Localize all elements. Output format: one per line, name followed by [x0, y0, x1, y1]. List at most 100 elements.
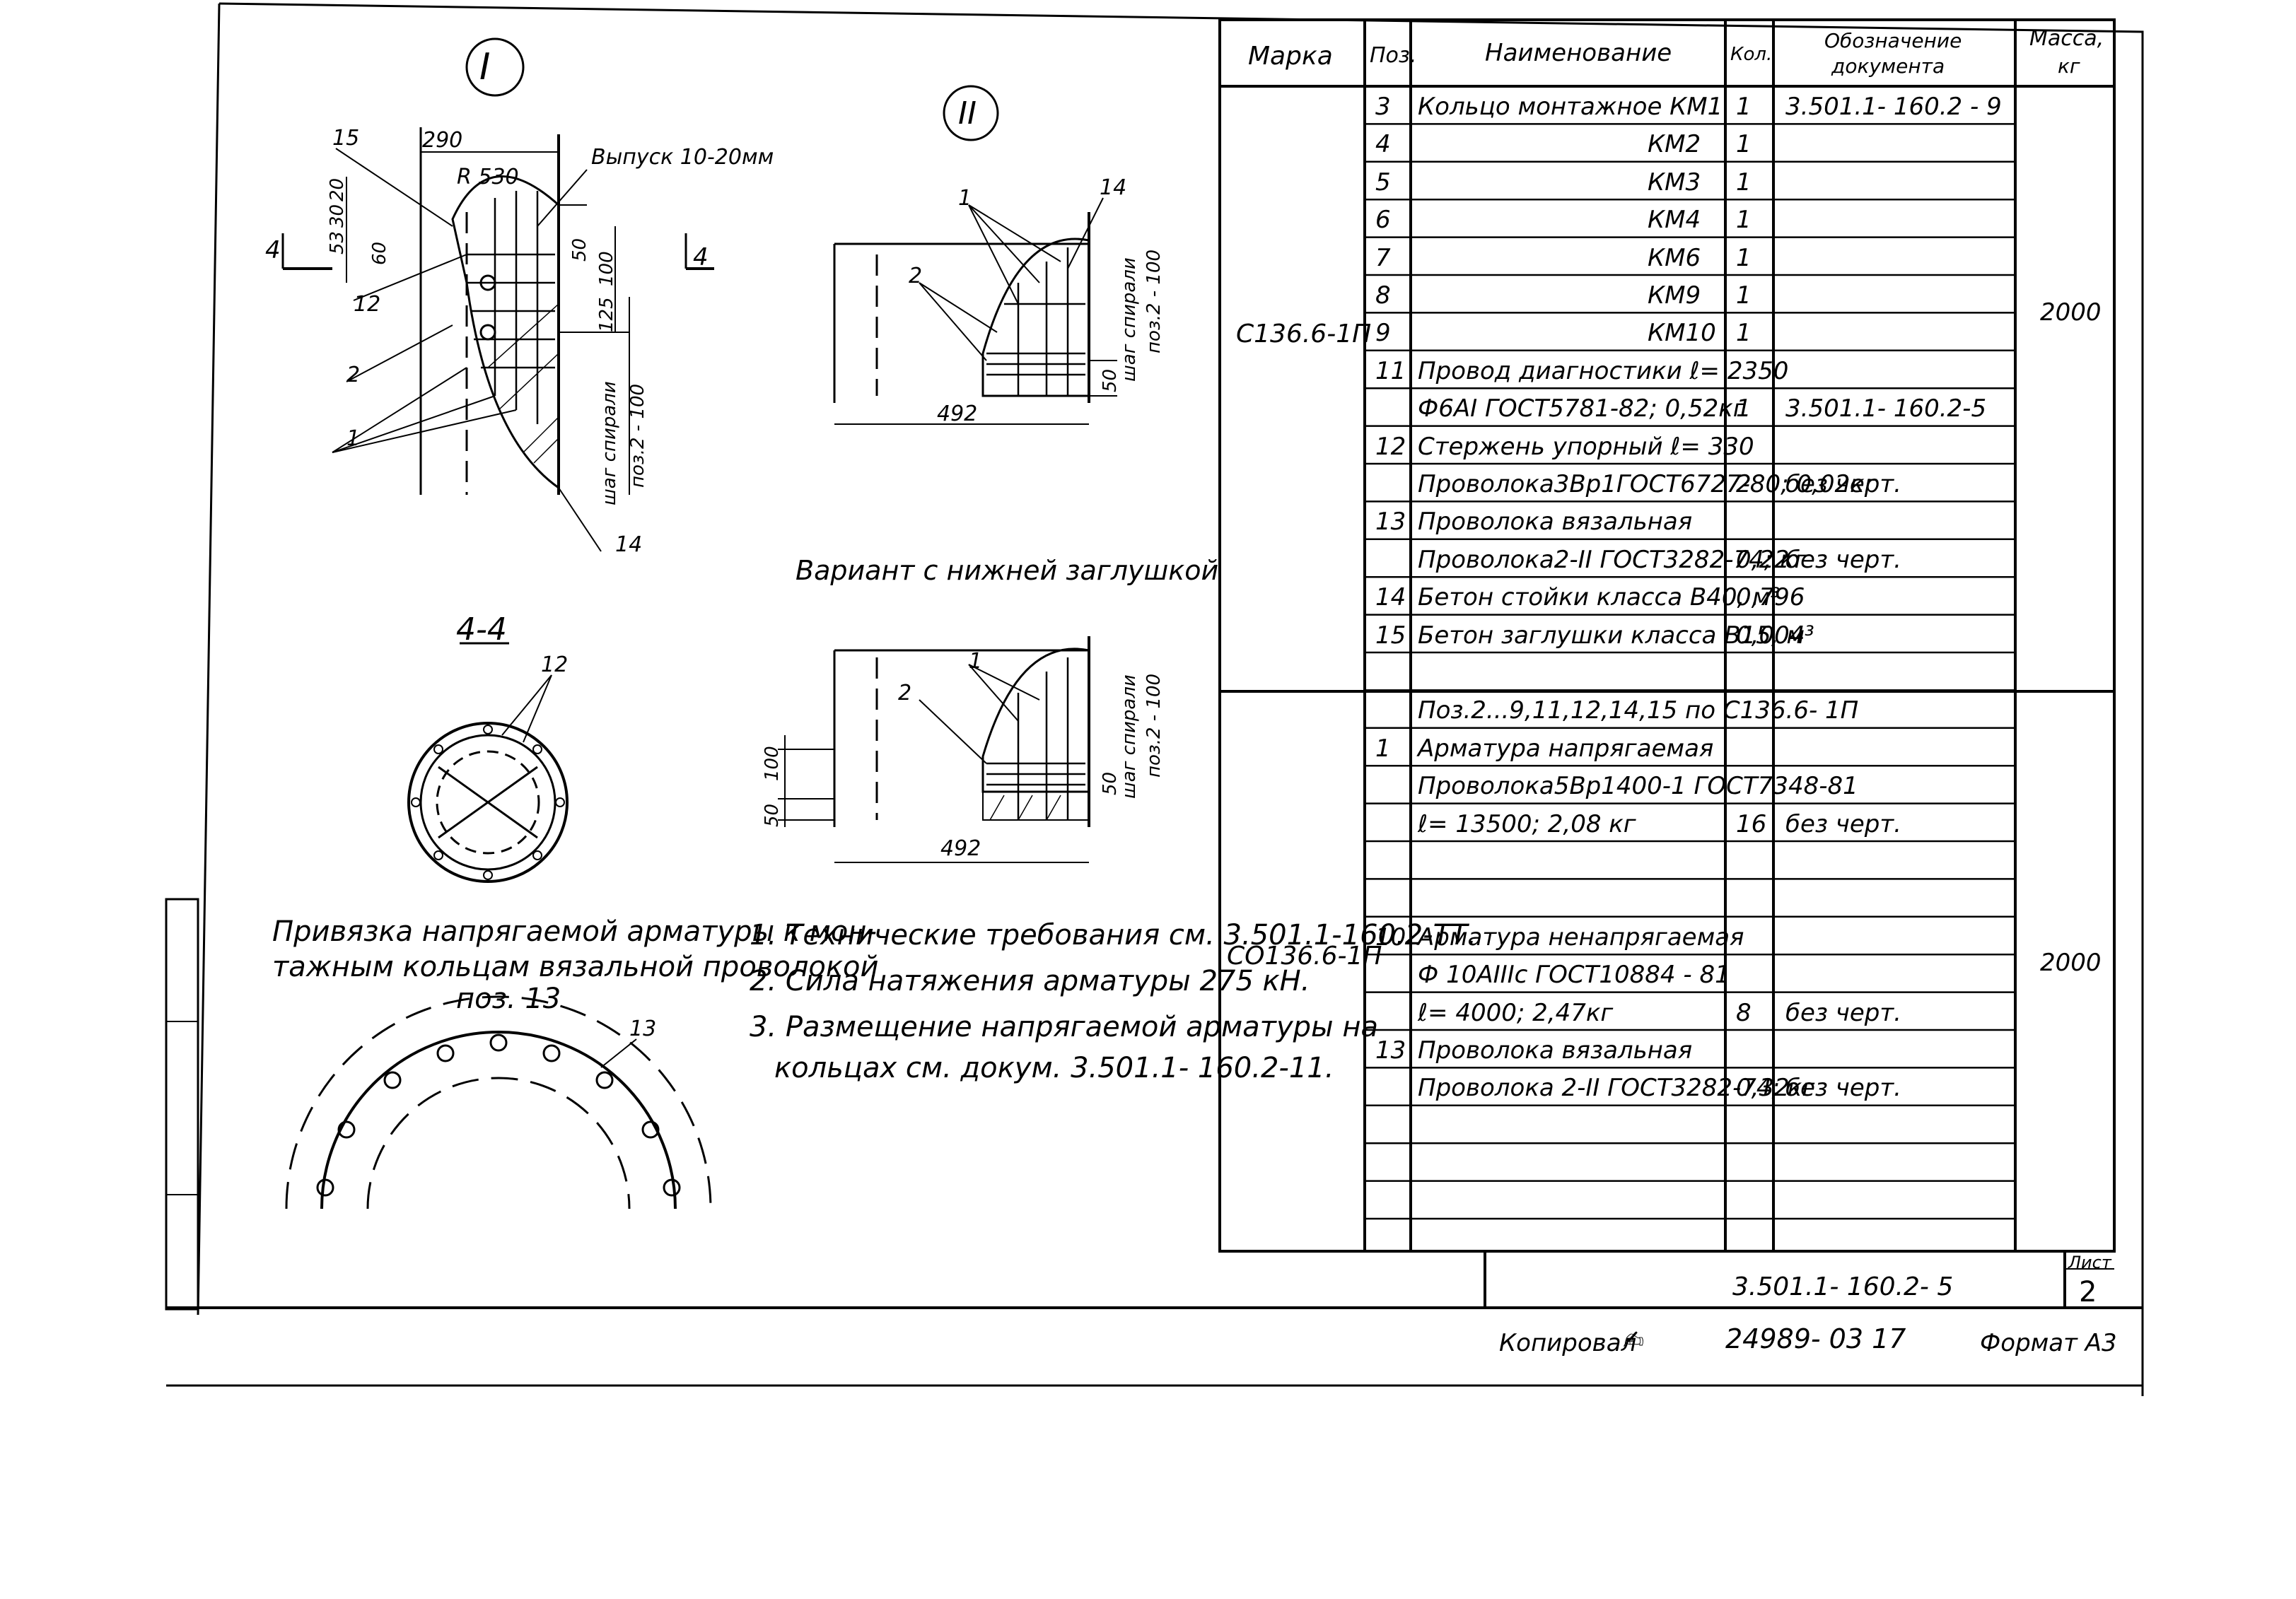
table-cell-poz: 15	[1375, 621, 1406, 650]
note-3: 3. Размещение напрягаемой арматуры на	[750, 1011, 1379, 1043]
table-cell-poz: 9	[1375, 319, 1391, 348]
header-name: Наименование	[1485, 39, 1672, 67]
table-cell-name: Арматура напрягаемая	[1418, 734, 1714, 763]
table-cell-name: КМ6	[1648, 243, 1701, 272]
table-cell-name: Бетон заглушки класса В15, м³	[1418, 621, 1814, 650]
table-cell-name: КМ2	[1648, 130, 1701, 159]
variant-caption: Вариант с нижней заглушкой	[796, 555, 1218, 586]
title-block	[1484, 1251, 2114, 1308]
table-cell-name: КМ10	[1648, 319, 1716, 348]
dim-step-2: поз.2 - 100	[627, 384, 648, 488]
sheet-label: Лист	[2068, 1253, 2111, 1272]
table-cell-doc: без черт.	[1785, 1074, 1901, 1103]
detail-2-title: II	[958, 95, 977, 131]
copied-label: Копировал	[1499, 1329, 1637, 1357]
note-1: 1. Технические требования см. 3.501.1-16…	[750, 919, 1477, 951]
table-cell-kol: 0,004	[1736, 621, 1805, 650]
dim-125: 125	[596, 297, 617, 332]
dim-step-ii-2: поз.2 - 100	[1143, 250, 1165, 353]
table-cell-name: Проволока 2-II ГОСТ3282-74; кг	[1418, 1074, 1815, 1103]
section-mark-left: 4	[265, 236, 281, 264]
spec-table-grid	[1218, 18, 2116, 1253]
dim-step-v-2: поз.2 - 100	[1143, 674, 1165, 778]
table-cell-poz: 13	[1375, 508, 1406, 537]
dim-100b: 100	[762, 746, 783, 781]
table-cell-poz: 3	[1375, 93, 1391, 121]
section-4-4	[407, 642, 569, 883]
group2-marka: СО136.6-1П	[1227, 942, 1382, 971]
table-cell-kol: 1	[1736, 243, 1752, 272]
table-cell-kol: 1	[1736, 168, 1752, 197]
binding-caption-2: тажным кольцам вязальной проволокой	[272, 951, 879, 983]
header-kol: Кол.	[1730, 44, 1773, 65]
label-14b: 14	[1100, 175, 1126, 200]
dim-50c: 50	[762, 804, 783, 827]
table-cell-name: Проволока вязальная	[1418, 508, 1693, 537]
table-cell-doc: 3.501.1- 160.2-5	[1785, 394, 1987, 423]
dim-290: 290	[422, 128, 462, 153]
doc-number: 3.501.1- 160.2- 5	[1732, 1272, 1954, 1301]
table-cell-poz: 5	[1375, 168, 1391, 197]
dim-53: 53	[327, 231, 348, 254]
table-cell-name: Ф 10АIIIс ГОСТ10884 - 81	[1418, 961, 1730, 990]
table-cell-poz: 11	[1375, 356, 1406, 385]
table-cell-kol: 1	[1736, 93, 1752, 121]
table-cell-name: Кольцо монтажное КМ1	[1418, 93, 1723, 121]
dim-step: шаг спирали	[599, 381, 620, 505]
label-15: 15	[332, 126, 359, 151]
variant-labels: 1 2 492 100 50 50 шаг спирали поз.2 - 10…	[762, 649, 1165, 861]
dim-step-ii: шаг спирали	[1119, 257, 1140, 382]
table-cell-kol: 0,22	[1736, 545, 1790, 574]
table-cell-kol: 0,32	[1736, 1074, 1790, 1103]
format-label: Формат А3	[1980, 1329, 2117, 1357]
detail-1-title: I	[479, 46, 490, 88]
dim-50b: 50	[1100, 369, 1121, 392]
detail-2-labels: II 1 14 2 492 50 шаг спирали поз.2 - 100…	[796, 95, 1218, 586]
sheet-number: 2	[2079, 1276, 2097, 1308]
note-2: 2. Сила натяжения арматуры 275 кН.	[750, 965, 1310, 997]
table-cell-poz: 13	[1375, 1036, 1406, 1065]
table-cell-doc: без черт.	[1785, 470, 1901, 498]
table-cell-poz: 7	[1375, 243, 1391, 272]
detail-1-labels: I 290 R 530 Выпуск 10-20мм 15 12 2 1 14 …	[265, 46, 774, 557]
table-cell-name: Стержень упорный ℓ= 330	[1418, 432, 1754, 461]
label-2: 2	[346, 363, 360, 387]
table-cell-name: ℓ= 4000; 2,47кг	[1418, 998, 1614, 1027]
dim-step-v: шаг спирали	[1119, 674, 1140, 799]
header-mass-2: кг	[2058, 54, 2080, 78]
table-cell-kol: 2	[1736, 470, 1752, 498]
table-cell-name: КМ9	[1648, 281, 1701, 310]
table-cell-poz: 8	[1375, 281, 1391, 310]
table-cell-name: Поз.2...9,11,12,14,15 по С136.6- 1П	[1418, 696, 1859, 725]
table-cell-name: Проволока5Вр1400-1 ГОСТ7348-81	[1418, 772, 1858, 801]
section-4-4-labels: 4-4 12	[456, 611, 568, 677]
label-1c: 1	[969, 649, 982, 674]
table-cell-poz: 1	[1375, 734, 1391, 763]
table-cell-poz: 14	[1375, 583, 1406, 612]
label-12: 12	[354, 292, 380, 317]
table-cell-name: Проволока3Вр1ГОСТ6727-80; 0,02кг	[1418, 470, 1877, 498]
table-cell-name: ℓ= 13500; 2,08 кг	[1418, 809, 1636, 838]
section-title: 4-4	[456, 611, 507, 648]
label-1: 1	[346, 426, 360, 451]
table-cell-kol: 8	[1736, 998, 1752, 1027]
label-12b: 12	[541, 652, 568, 677]
label-13: 13	[629, 1017, 656, 1041]
header-poz: Поз.	[1370, 43, 1417, 68]
dim-50: 50	[569, 238, 590, 262]
table-cell-name: Бетон стойки класса В40, м³	[1418, 583, 1781, 612]
table-cell-name: Провод диагностики ℓ= 2350	[1418, 356, 1789, 385]
header-marka: Марка	[1248, 42, 1333, 71]
dim-30: 30	[327, 204, 348, 228]
group1-mass: 2000	[2040, 298, 2102, 327]
table-cell-kol: 1	[1736, 319, 1752, 348]
detail-1	[281, 37, 714, 552]
section-mark-right: 4	[693, 243, 709, 271]
dim-vypusk: Выпуск 10-20мм	[591, 145, 774, 170]
table-cell-kol: 16	[1736, 809, 1767, 838]
group1-marka: С136.6-1П	[1236, 320, 1372, 348]
table-cell-doc: без черт.	[1785, 545, 1901, 574]
table-cell-poz: 10	[1375, 922, 1406, 951]
table-cell-name: Проволока2-II ГОСТ3282-74; кг	[1418, 545, 1807, 574]
